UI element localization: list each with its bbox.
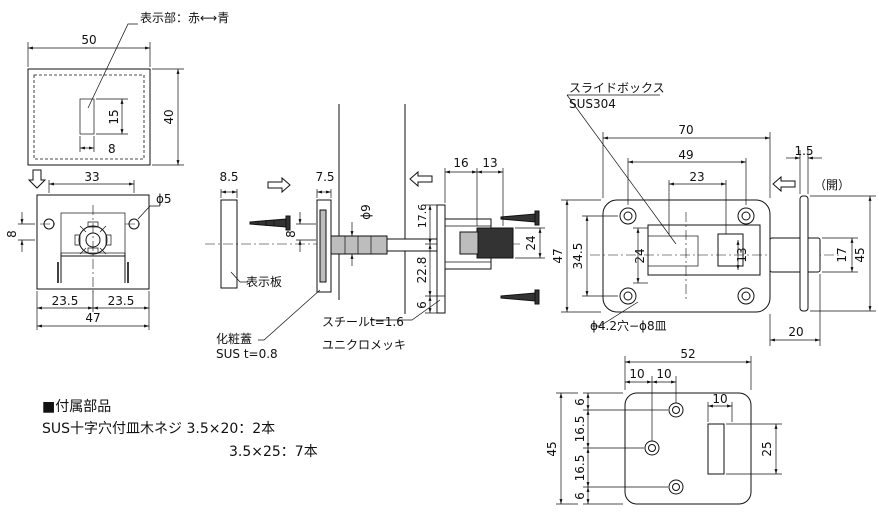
dim-plate-16-5a: 16.5 <box>573 416 587 443</box>
dim-front-total: 47 <box>85 311 100 325</box>
accessories-heading: ■付属部品 <box>42 399 111 415</box>
dim-side-17-6: 17.6 <box>416 204 429 229</box>
dim-side-16: 16 <box>453 156 468 170</box>
dim-box-49: 49 <box>678 148 693 162</box>
screw-bottom-right <box>500 289 540 305</box>
dim-window-height: 15 <box>107 109 121 124</box>
plate-hole-top <box>668 402 684 418</box>
dim-half-left: 23.5 <box>52 294 79 308</box>
accessories-block: ■付属部品 SUS十字穴付皿木ネジ 3.5×20：2本 3.5×25：7本 <box>42 399 318 460</box>
dim-plate-10c: 10 <box>712 392 727 406</box>
view-arrow-left <box>409 170 433 188</box>
steel-label-line1: スチールt=1.6 <box>322 315 404 329</box>
hole-spec-label: ϕ4.2穴−ϕ8皿 <box>590 318 667 333</box>
indicator-plate-label: 表示板 <box>246 275 282 289</box>
slide-box-label-line1: スライドボックス <box>569 81 665 95</box>
dim-hole-pitch: 33 <box>84 170 99 184</box>
dim-plate-6b: 6 <box>573 492 587 500</box>
dim-side-24: 24 <box>524 235 538 250</box>
dim-cover-width: 50 <box>81 33 96 47</box>
dim-box-34-5: 34.5 <box>571 243 585 270</box>
dim-box-13: 13 <box>735 247 749 262</box>
dim-plate-6a: 6 <box>573 398 587 406</box>
dim-bolt-45: 45 <box>853 247 867 262</box>
dim-window-width: 8 <box>108 142 116 156</box>
plate-hole-bot <box>668 479 684 495</box>
dim-plate-45: 45 <box>545 441 559 456</box>
mount-hole-tr <box>737 207 755 225</box>
mount-hole-tl <box>619 207 637 225</box>
dim-box-47: 47 <box>551 248 565 263</box>
dim-plate-10b: 10 <box>656 367 671 381</box>
mount-hole-br <box>737 287 755 305</box>
dim-plate-16-5b: 16.5 <box>573 455 587 482</box>
view-arrow-right <box>267 176 291 194</box>
dim-plate-25: 25 <box>760 441 774 456</box>
mount-hole-bl <box>619 287 637 305</box>
screw-top-right <box>500 210 540 226</box>
screw-left <box>249 218 287 228</box>
gear-icon <box>74 221 112 255</box>
plate-hole-mid <box>644 440 660 456</box>
dim-left-offset: 8 <box>5 230 19 238</box>
cover-label-line1: 化粧蓋 <box>216 332 252 346</box>
dim-plate-thickness: 8.5 <box>219 170 238 184</box>
dim-plate-10a: 10 <box>629 367 644 381</box>
dim-side-22-8: 22.8 <box>415 257 429 284</box>
slide-box-label-line2: SUS304 <box>569 97 616 111</box>
open-label: （開） <box>814 178 850 192</box>
cover-label-line2: SUS t=0.8 <box>216 347 278 361</box>
dim-plate-52: 52 <box>680 347 695 361</box>
dim-hole-diameter: ϕ5 <box>156 192 172 206</box>
dim-cover-height: 40 <box>162 109 176 124</box>
steel-label-line2: ユニクロメッキ <box>322 338 406 352</box>
dim-side-thickness: 7.5 <box>315 170 334 184</box>
indicator-label: 表示部：赤⟷青 <box>140 10 229 25</box>
slide-box-view: スライドボックス SUS304 70 49 23 47 34.5 24 13 <box>551 81 876 346</box>
view-arrow-down <box>27 169 47 189</box>
dim-bolt-20: 20 <box>788 325 803 339</box>
dim-side-13: 13 <box>482 156 497 170</box>
dim-shaft-diameter: ϕ9 <box>359 204 373 220</box>
dim-bolt-1-5: 1.5 <box>794 144 813 158</box>
view-arrow-open <box>772 175 796 193</box>
accessories-line1: SUS十字穴付皿木ネジ 3.5×20：2本 <box>42 421 275 437</box>
accessories-line2: 3.5×25：7本 <box>229 444 318 460</box>
cover-view: 50 40 15 8 表示部：赤⟷青 <box>27 10 229 189</box>
dim-side-8: 8 <box>284 230 298 238</box>
front-view: 33 ϕ5 8 23.5 23.5 47 <box>5 170 172 330</box>
dim-box-70: 70 <box>678 123 693 137</box>
dim-bolt-17: 17 <box>835 247 849 262</box>
dim-side-6: 6 <box>415 301 429 309</box>
dim-half-right: 23.5 <box>108 294 135 308</box>
side-assembly: 8.5 表示板 7.5 8 <box>205 104 545 361</box>
dim-box-24: 24 <box>633 248 647 263</box>
dim-box-23: 23 <box>689 170 704 184</box>
strike-plate-view: 52 10 10 10 6 16.5 16.5 6 45 <box>545 347 782 505</box>
